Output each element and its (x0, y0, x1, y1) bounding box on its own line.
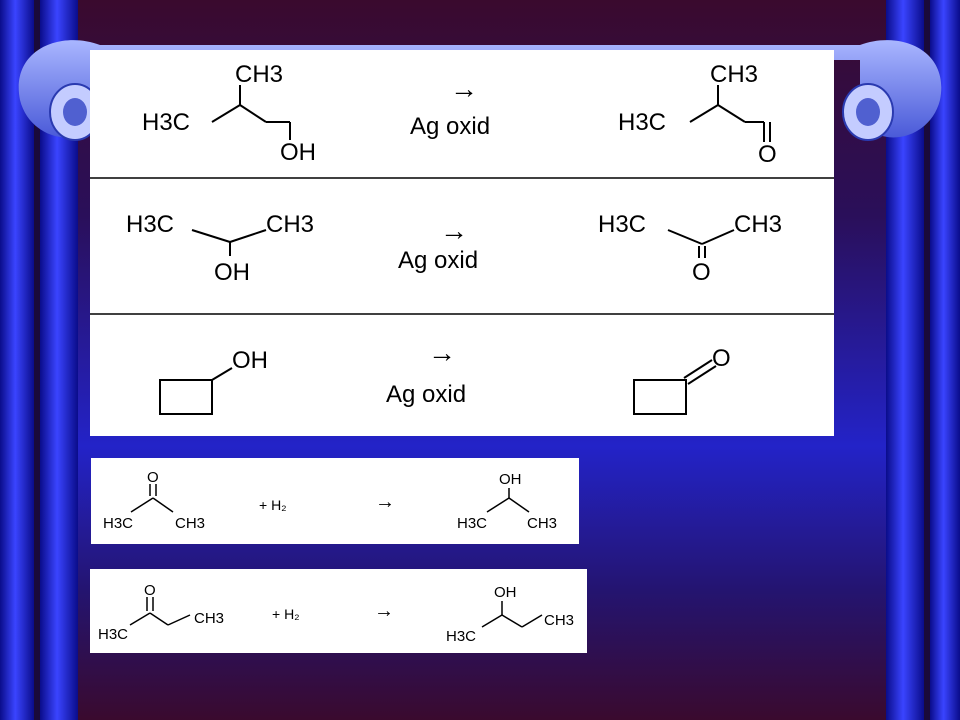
reduction-2-product-left: H3C (446, 628, 476, 645)
reduction-2-reactant-left: H3C (98, 626, 128, 643)
reduction-1-product-top: OH (499, 471, 522, 488)
row-1-product-top: CH3 (710, 61, 758, 88)
row-2-reactant-right: CH3 (266, 211, 314, 238)
reduction-2-reactant-right: CH3 (194, 610, 224, 627)
oxidation-table-drawing: CH3 H3C OH → Ag oxid CH3 H3C O H3C (90, 61, 834, 415)
reduction-1-reactant-left: H3C (103, 515, 133, 532)
reduction-2-product (481, 601, 543, 628)
row-3-arrow: → (428, 337, 456, 368)
row-2-product-left: H3C (598, 211, 646, 238)
reduction-1-arrow: → (375, 491, 395, 513)
reduction-1-drawing: O H3C CH3 + H₂ → OH H3C CH3 (103, 469, 557, 532)
reduction-2-reagent: + H₂ (272, 606, 300, 622)
row-2-reactant-bottom: OH (214, 259, 250, 286)
row-1-product-bottom: O (758, 141, 777, 168)
row-1-arrow: → (450, 73, 478, 104)
reduction-2-reactant-top: O (144, 582, 156, 599)
row-3-reactant (159, 367, 233, 415)
row-1-product-left: H3C (618, 109, 666, 136)
row-2-product-right: CH3 (734, 211, 782, 238)
reduction-1-product-left: H3C (457, 515, 487, 532)
oxidation-table: CH3 H3C OH → Ag oxid CH3 H3C O H3C (90, 50, 834, 436)
reduction-panel-2: O H3C CH3 + H₂ → OH H3C CH3 (90, 569, 587, 653)
row-1-product (689, 85, 771, 142)
reduction-1-product (486, 488, 530, 513)
row-2-product (667, 229, 735, 258)
reduction-2-drawing: O H3C CH3 + H₂ → OH H3C CH3 (98, 582, 574, 645)
reduction-1-product-right: CH3 (527, 515, 557, 532)
row-3-product-substituent: O (712, 345, 731, 372)
reduction-2-arrow: → (374, 600, 394, 622)
row-2-reactant-left: H3C (126, 211, 174, 238)
row-1-reactant-top: CH3 (235, 61, 283, 88)
reduction-2-product-top: OH (494, 584, 517, 601)
row-1-reactant (211, 85, 291, 140)
row-2-arrow: → (440, 215, 468, 246)
row-2-product-bottom: O (692, 259, 711, 286)
reduction-2-product-right: CH3 (544, 612, 574, 629)
reduction-1-reactant (130, 484, 174, 513)
reduction-panel-1: O H3C CH3 + H₂ → OH H3C CH3 (91, 458, 579, 544)
row-3-reactant-substituent: OH (232, 347, 268, 374)
row-1-reactant-bottom: OH (280, 139, 316, 166)
row-2-reactant (191, 229, 267, 256)
row-1-reagent: Ag oxid (410, 113, 490, 140)
reduction-2-reactant (129, 597, 191, 626)
reduction-1-reagent: + H₂ (259, 497, 287, 513)
row-2-reagent: Ag oxid (398, 247, 478, 274)
row-3-product (633, 359, 717, 415)
row-3-reagent: Ag oxid (386, 381, 466, 408)
reduction-1-reactant-right: CH3 (175, 515, 205, 532)
reduction-1-reactant-top: O (147, 469, 159, 486)
row-1-reactant-left: H3C (142, 109, 190, 136)
